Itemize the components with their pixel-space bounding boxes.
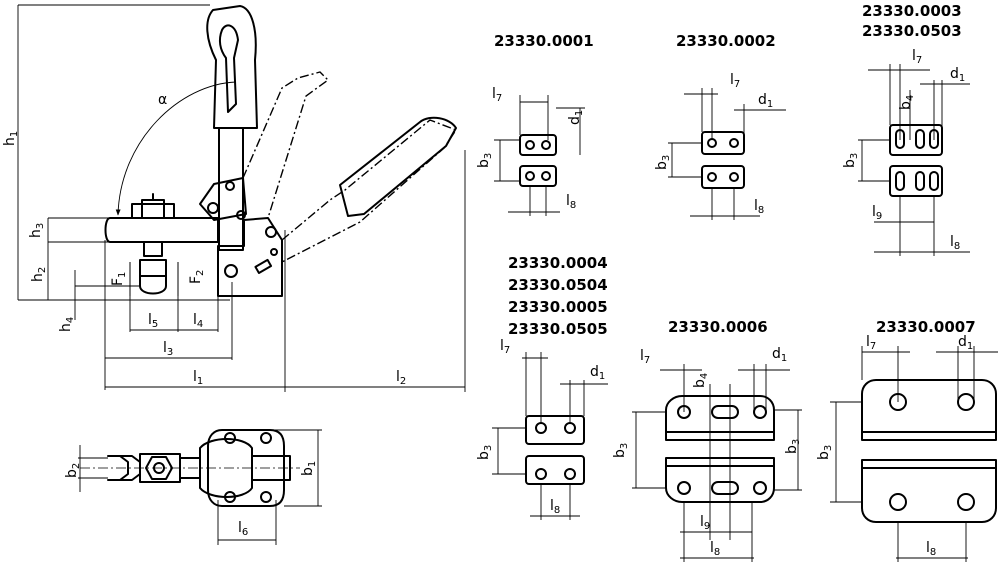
l1-label: l1 bbox=[193, 369, 203, 387]
v0001-b3-label: b3 bbox=[476, 153, 494, 168]
v0004-b3-label: b3 bbox=[476, 445, 494, 460]
l6-label: l6 bbox=[238, 520, 248, 538]
variant-0004-detail: 23330.0004 23330.0504 23330.0005 23330.0… bbox=[476, 254, 608, 520]
v0003-d1-label: d1 bbox=[950, 66, 965, 84]
handle-grip-recess bbox=[218, 24, 239, 113]
v0001-l8-label: l8 bbox=[566, 193, 576, 211]
variant-0002-code: 23330.0002 bbox=[676, 32, 776, 50]
variant-0003-detail: 23330.0003 23330.0503 l7 d1 b4 b3 l9 l8 bbox=[842, 2, 970, 256]
clamping-arm bbox=[104, 217, 219, 243]
v0006-b4-label: b4 bbox=[692, 373, 710, 388]
v0003-l7-label: l7 bbox=[912, 48, 922, 66]
v0002-l8-label: l8 bbox=[754, 198, 764, 216]
h2-label: h2 bbox=[30, 267, 48, 282]
variant-0004-code: 23330.0004 bbox=[508, 254, 608, 272]
hex-nut bbox=[145, 456, 173, 480]
variant-0006-code: 23330.0006 bbox=[668, 318, 768, 336]
handle-grip bbox=[206, 5, 258, 129]
h4-label: h4 bbox=[58, 317, 76, 332]
clamp-base bbox=[217, 217, 283, 297]
top-view-labels: b2 b1 l6 bbox=[64, 461, 318, 538]
v0006-b3-left-label: b3 bbox=[612, 443, 630, 458]
main-view-labels: h1 h3 h2 h4 F1 F2 l5 l4 l3 l1 l2 bbox=[2, 131, 406, 387]
v0001-l7-label: l7 bbox=[492, 86, 502, 104]
v0003-b4-label: b4 bbox=[898, 95, 916, 110]
alpha-label: α bbox=[158, 92, 167, 108]
v0003-l8-label: l8 bbox=[950, 234, 960, 252]
spindle-nut bbox=[131, 203, 175, 219]
pressing-head bbox=[139, 259, 167, 295]
v0007-b3-label: b3 bbox=[816, 445, 834, 460]
v0007-d1-label: d1 bbox=[958, 334, 973, 352]
clamp-top-view bbox=[78, 429, 322, 545]
h3-label: h3 bbox=[28, 223, 46, 238]
v0001-d1-label: d1 bbox=[567, 110, 585, 125]
hinge-plate bbox=[199, 177, 247, 221]
alpha-arc bbox=[115, 81, 237, 216]
v0002-d1-label: d1 bbox=[758, 92, 773, 110]
l4-label: l4 bbox=[193, 312, 203, 330]
v0002-l7-label: l7 bbox=[730, 72, 740, 90]
handle-top bbox=[199, 438, 253, 498]
variant-0001-detail: 23330.0001 l7 d1 b3 l8 bbox=[476, 32, 594, 216]
v0004-l8-label: l8 bbox=[550, 498, 560, 516]
base-plate-top bbox=[207, 429, 285, 507]
f2-label: F2 bbox=[188, 270, 206, 284]
clamp-side-view: α bbox=[17, 4, 466, 392]
variant-0005-code: 23330.0005 bbox=[508, 298, 608, 316]
v0006-l7-label: l7 bbox=[640, 348, 650, 366]
v0007-l8-label: l8 bbox=[926, 540, 936, 558]
variant-0007-code: 23330.0007 bbox=[876, 318, 976, 336]
variant-0007-detail: 23330.0007 l7 d1 b3 l8 bbox=[816, 318, 998, 562]
variant-0006-detail: 23330.0006 l7 d1 b4 b3 b3 l9 l8 bbox=[612, 318, 802, 562]
v0006-b3-right-label: b3 bbox=[784, 439, 802, 454]
b2-label: b2 bbox=[64, 463, 82, 478]
variant-0002-detail: 23330.0002 l7 d1 b3 l8 bbox=[654, 32, 786, 220]
b1-label: b1 bbox=[300, 461, 318, 476]
variant-0504-code: 23330.0504 bbox=[508, 276, 608, 294]
v0004-d1-label: d1 bbox=[590, 364, 605, 382]
f1-label: F1 bbox=[110, 272, 128, 286]
v0007-l7-label: l7 bbox=[866, 334, 876, 352]
l5-label: l5 bbox=[148, 312, 158, 330]
v0003-l9-label: l9 bbox=[872, 204, 882, 222]
v0006-d1-label: d1 bbox=[772, 346, 787, 364]
variant-0003-code: 23330.0003 bbox=[862, 2, 962, 20]
v0002-b3-label: b3 bbox=[654, 155, 672, 170]
h1-label: h1 bbox=[2, 131, 20, 146]
v0004-l7-label: l7 bbox=[500, 338, 510, 356]
v0006-l8-label: l8 bbox=[710, 540, 720, 558]
handle-intermediate-position bbox=[242, 71, 330, 219]
variant-0503-code: 23330.0503 bbox=[862, 22, 962, 40]
variant-0505-code: 23330.0505 bbox=[508, 320, 608, 338]
v0006-l9-label: l9 bbox=[700, 514, 710, 532]
handle-open-position bbox=[281, 119, 458, 263]
l2-label: l2 bbox=[396, 369, 406, 387]
variant-0001-code: 23330.0001 bbox=[494, 32, 594, 50]
v0003-b3-label: b3 bbox=[842, 153, 860, 168]
l3-label: l3 bbox=[163, 340, 173, 358]
